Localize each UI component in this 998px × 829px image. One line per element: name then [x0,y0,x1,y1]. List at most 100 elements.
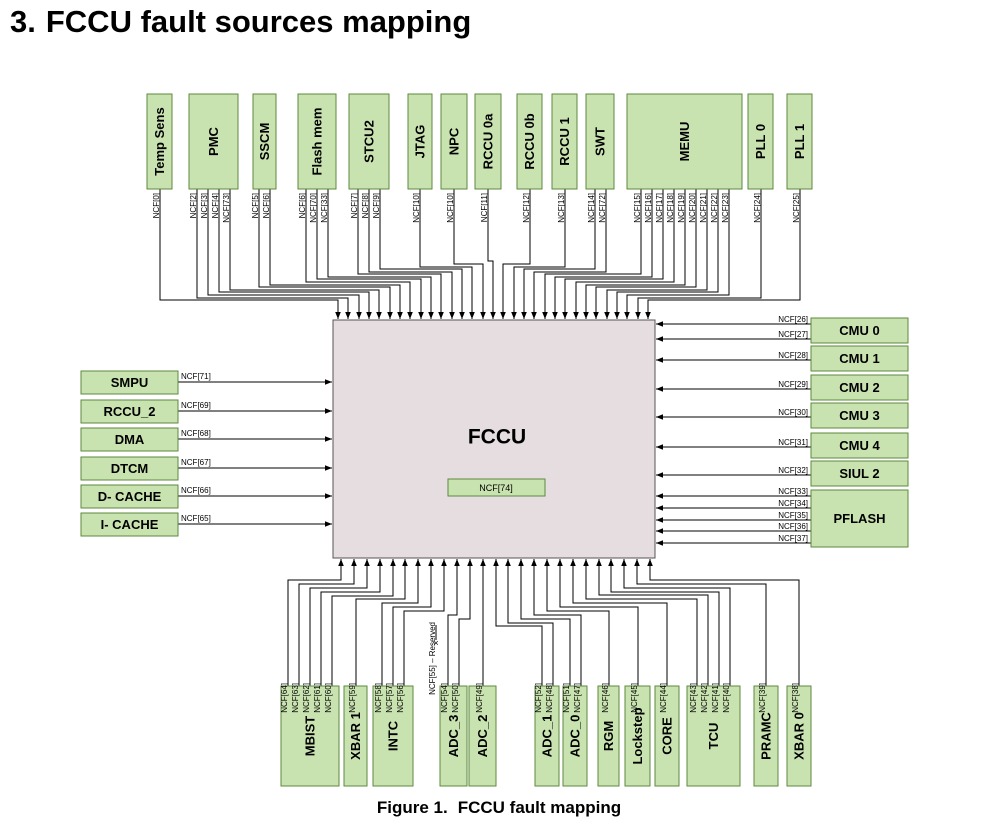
left-rccu-2-signal: NCF[69] [181,401,211,410]
left-i-cache-signal: NCF[65] [181,514,211,523]
bottom-adc-0-ncf-51-wire [518,559,571,686]
bottom-mbist-signal-0: NCF[64] [280,683,289,713]
top-memu-signal-8: NCF[23] [721,193,730,223]
bottom-tcu-label: TCU [706,723,721,750]
top-temp-sens-signal-0: NCF[0] [152,193,161,218]
bottom-adc-2-block [468,685,497,787]
top-memu-block [626,93,743,190]
top-memu-ncf-21-wire [604,189,708,319]
top-jtag-signal-0: NCF[10] [412,193,421,223]
bottom-mbist-ncf-60-wire [331,559,396,686]
top-pll-1-label: PLL 1 [792,124,807,159]
top-pll-1-signal-0: NCF[25] [792,193,801,223]
right-cmu-4-label: CMU 4 [839,438,880,453]
top-rccu-0b-block [516,93,543,190]
top-pmc-signal-2: NCF[4] [211,193,220,218]
top-rccu-0b-signal-0: NCF[12] [522,193,531,223]
bottom-rgm-ncf-46-wire [544,559,610,686]
top-swt-ncf-72-wire [531,189,607,319]
top-swt-label: SWT [593,127,608,156]
bottom-tcu-signal-3: NCF[40] [722,683,731,713]
right-cmu-4-block [810,432,909,459]
bottom-xbar-1-signal-0: NCF[59] [348,683,357,713]
bottom-adc-1-ncf-52-wire [493,559,543,686]
bottom-intc-signal-0: NCF[58] [374,683,383,713]
right-cmu-1-block [810,345,909,372]
page-heading: 3.FCCU fault sources mapping [10,4,471,40]
bottom-pramc-ncf-39-wire [634,559,767,686]
top-memu-signal-6: NCF[21] [699,193,708,223]
left-dma-block [80,427,179,452]
right-cmu-1-signal-0: NCF[28] [778,351,808,360]
bottom-tcu-signal-2: NCF[41] [711,683,720,713]
top-npc-label: NPC [447,127,462,155]
left-smpu-label: SMPU [111,375,149,390]
right-siul-2-signal-0: NCF[32] [778,466,808,475]
bottom-adc-3-label: ADC_3 [446,715,461,758]
fccu-block [332,319,656,559]
top-npc-signal-0: NCF[10] [446,193,455,223]
bottom-adc-0-signal-1: NCF[47] [573,683,582,713]
top-pmc-ncf-73-wire [229,189,382,319]
bottom-lockstep-label: Lockstep [630,707,645,764]
top-stcu2-ncf-9-wire [379,189,465,319]
top-flash-mem-ncf-33-wire [327,189,434,319]
bottom-mbist-ncf-61-wire [320,559,383,686]
top-flash-mem-ncf-70-wire [316,189,424,319]
bottom-pramc-label: PRAMC [759,712,774,760]
ncf74-label: NCF[74] [479,483,513,493]
bottom-lockstep-signal-0: NCF[45] [630,683,639,713]
top-memu-ncf-23-wire [624,189,730,319]
bottom-adc-0-signal-0: NCF[51] [562,683,571,713]
top-stcu2-block [348,93,390,190]
bottom-pramc-block [753,685,779,787]
right-siul-2-label: SIUL 2 [839,466,879,481]
left-d-cache-label: D- CACHE [98,489,162,504]
bottom-mbist-signal-3: NCF[61] [313,683,322,713]
right-siul-2-block [810,460,909,487]
top-swt-signal-0: NCF[14] [587,193,596,223]
bottom-intc-ncf-56-wire [403,559,447,686]
top-memu-ncf-18-wire [573,189,675,319]
bottom-adc-3-ncf-50-wire [458,559,473,686]
section-title: FCCU fault sources mapping [45,4,472,39]
right-pflash-signal-2: NCF[35] [778,511,808,520]
top-memu-ncf-15-wire [542,189,642,319]
top-pmc-signal-0: NCF[2] [189,193,198,218]
top-stcu2-label: STCU2 [362,120,377,163]
bottom-mbist-signal-1: NCF[63] [291,683,300,713]
bottom-lockstep-ncf-45-wire [557,559,639,686]
top-pmc-signal-1: NCF[3] [200,193,209,218]
top-rccu-0b-label: RCCU 0b [522,113,537,169]
top-sscm-block [252,93,277,190]
top-sscm-label: SSCM [257,123,272,161]
left-dtcm-block [80,456,179,481]
top-pmc-block [188,93,239,190]
bottom-adc-3-ncf-54-wire [447,559,460,686]
bottom-adc-1-ncf-48-wire [505,559,554,686]
top-pmc-ncf-2-wire [196,189,351,319]
top-rccu-0a-ncf-11-wire [487,189,496,319]
top-memu-signal-3: NCF[18] [666,193,675,223]
top-sscm-ncf-5-wire [258,189,393,319]
bottom-adc-2-label: ADC_2 [475,715,490,758]
caption-label: Figure 1. [376,798,448,817]
top-temp-sens-ncf-0-wire [159,189,341,319]
top-rccu-1-block [551,93,578,190]
bottom-mbist-signal-4: NCF[60] [324,683,333,713]
labels-layer: NCF[0]NCF[2]NCF[3]NCF[4]NCF[73]NCF[5]NCF… [152,193,808,713]
bottom-adc-3-signal-0: NCF[54] [440,683,449,713]
bottom-xbar-1-ncf-59-wire [355,559,408,686]
bottom-tcu-ncf-42-wire [596,559,709,686]
top-pll-0-label: PLL 0 [753,124,768,159]
top-jtag-ncf-10-wire [419,189,475,319]
top-stcu2-ncf-8-wire [368,189,455,319]
left-dma-label: DMA [115,432,145,447]
left-d-cache-block [80,484,179,509]
right-cmu-1-label: CMU 1 [839,351,879,366]
top-temp-sens-block [146,93,173,190]
left-smpu-block [80,370,179,395]
bottom-tcu-ncf-40-wire [621,559,731,686]
